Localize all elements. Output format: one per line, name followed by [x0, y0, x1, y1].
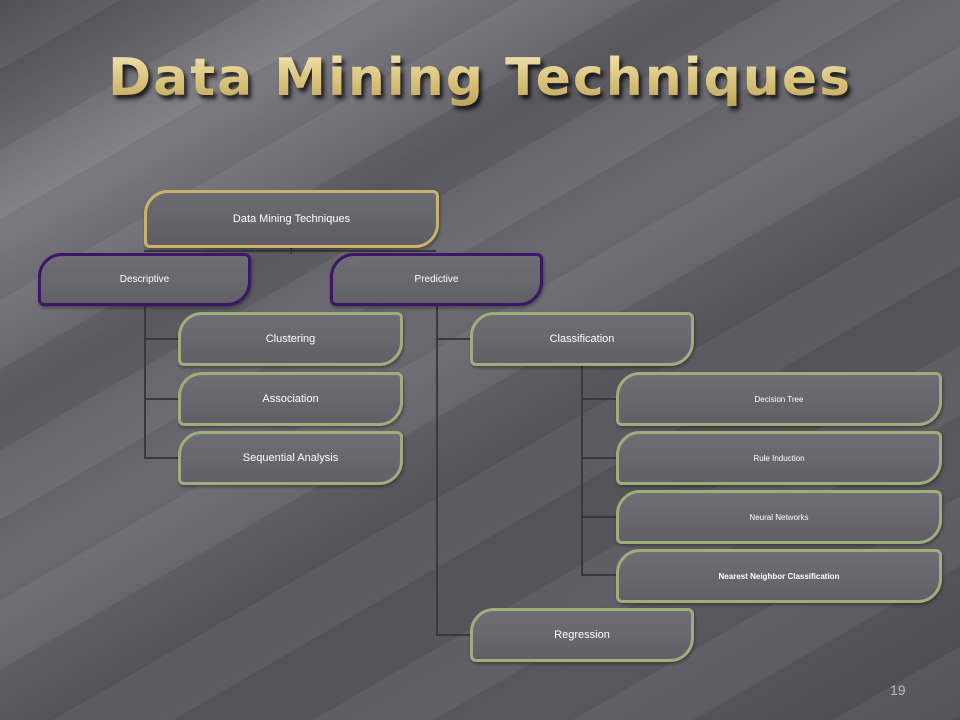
predictive-node-label: Predictive	[414, 274, 459, 285]
nearest-neighbor-node-label: Nearest Neighbor Classification	[718, 571, 840, 581]
descriptive-node-label: Descriptive	[119, 274, 170, 285]
rule-induction-node: Rule Induction	[616, 431, 942, 485]
slide-title: Data Mining Techniques	[108, 48, 868, 108]
slide-number: 19	[890, 682, 906, 698]
connector	[144, 338, 180, 340]
regression-node-label: Regression	[554, 629, 610, 641]
connector	[144, 304, 146, 459]
root-node-label: Data Mining Techniques	[232, 213, 351, 225]
connector	[144, 398, 180, 400]
connector	[436, 338, 472, 340]
neural-networks-node-label: Neural Networks	[749, 512, 809, 522]
clustering-node-label: Clustering	[265, 333, 316, 345]
connector	[144, 457, 180, 459]
connector	[581, 516, 619, 518]
connector	[436, 634, 472, 636]
nearest-neighbor-node: Nearest Neighbor Classification	[616, 549, 942, 603]
rule-induction-node-label: Rule Induction	[753, 453, 805, 463]
root-node: Data Mining Techniques	[144, 190, 439, 248]
decision-tree-node-label: Decision Tree	[754, 394, 804, 404]
neural-networks-node: Neural Networks	[616, 490, 942, 544]
descriptive-node: Descriptive	[38, 253, 251, 306]
association-node-label: Association	[262, 393, 319, 405]
connector	[436, 304, 438, 636]
connector	[581, 574, 619, 576]
classification-node: Classification	[470, 312, 694, 366]
association-node: Association	[178, 372, 403, 426]
sequential-analysis-node: Sequential Analysis	[178, 431, 403, 485]
decision-tree-node: Decision Tree	[616, 372, 942, 426]
sequential-analysis-node-label: Sequential Analysis	[242, 452, 339, 464]
connector	[144, 250, 436, 252]
connector	[581, 398, 619, 400]
classification-node-label: Classification	[549, 333, 615, 345]
regression-node: Regression	[470, 608, 694, 662]
connector	[581, 457, 619, 459]
predictive-node: Predictive	[330, 253, 543, 306]
connector	[581, 364, 583, 576]
clustering-node: Clustering	[178, 312, 403, 366]
